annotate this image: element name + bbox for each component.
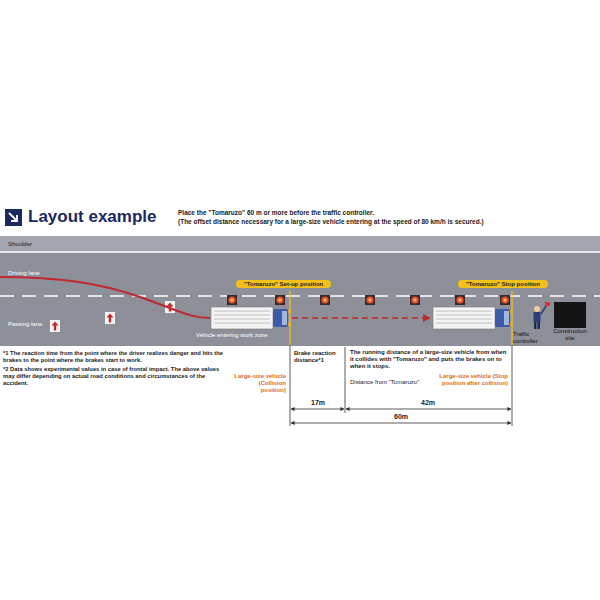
distance-note: The running distance of a large-size veh… xyxy=(350,349,508,371)
diagram-title: Layout example xyxy=(28,207,157,227)
construction-site: Construction site xyxy=(548,302,592,342)
controller-label: Traffic controller xyxy=(513,331,547,345)
subtitle: Place the "Tomaruzo" 60 m or more before… xyxy=(178,209,596,217)
distance-note: Brake reaction distance*1 xyxy=(294,350,340,364)
vehicle-caption: Vehicle entering work zone xyxy=(196,332,316,339)
position-tag: "Tomaruzo" Stop position xyxy=(458,280,548,288)
position-tag: "Tomaruzo" Set-up position xyxy=(236,280,331,288)
lane-name: Driving lane xyxy=(8,270,88,277)
subtitle: (The offset distance necessary for a lar… xyxy=(178,218,596,226)
dimension: 17m xyxy=(308,399,328,407)
lane-name: Shoulder xyxy=(8,241,88,248)
vehicle-position: Large-size vehicle (Collision position) xyxy=(232,373,286,395)
position-label: "Tomaruzo" Set-up position xyxy=(236,280,331,288)
footnote: *2 Data shows experimental values in cas… xyxy=(3,366,229,387)
site-block xyxy=(554,302,586,328)
footnote: *1 The reaction time from the point wher… xyxy=(3,350,229,364)
site-label: Construction site xyxy=(548,328,592,342)
dimension: 42m xyxy=(418,399,438,407)
lane-name: Passing lane xyxy=(8,321,88,328)
dimension: 60m xyxy=(391,413,411,421)
position-label: "Tomaruzo" Stop position xyxy=(458,280,548,288)
vehicle-position: Large-size vehicle (Stop position after … xyxy=(420,373,508,387)
